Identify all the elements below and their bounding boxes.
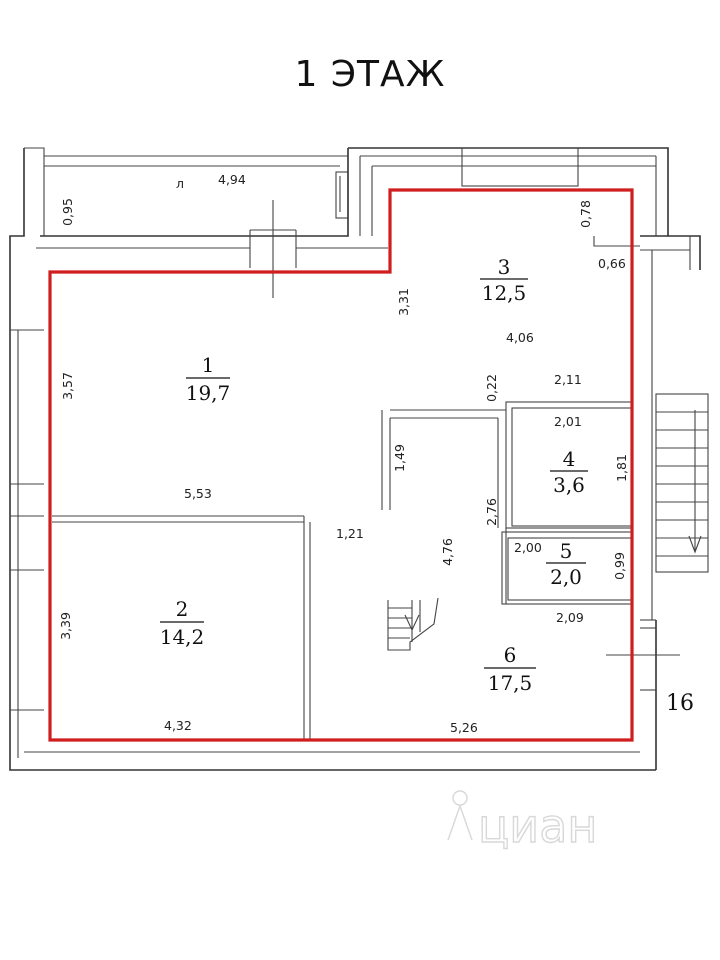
- flat-number: 16: [666, 691, 694, 716]
- exterior-stairs: [655, 393, 709, 573]
- room-1-label: 1 19,7: [186, 353, 231, 405]
- dim-r3-step: 0,66: [598, 256, 626, 271]
- balcony-mark: л: [176, 176, 184, 191]
- room-area: 17,5: [488, 671, 533, 695]
- room-4-label: 4 3,6: [550, 447, 588, 497]
- room-3-label: 3 12,5: [480, 255, 528, 305]
- room-area: 19,7: [186, 381, 231, 405]
- dim-hall-149: 1,49: [392, 444, 407, 472]
- watermark-icon: [447, 790, 473, 841]
- room-6-label: 6 17,5: [484, 643, 536, 695]
- dim-r1-height: 3,57: [60, 372, 75, 400]
- room-area: 12,5: [482, 281, 527, 305]
- interior-walls: [52, 401, 633, 740]
- room-2-label: 2 14,2: [160, 597, 205, 649]
- dim-hall-276: 2,76: [484, 498, 499, 526]
- room-number: 5: [560, 539, 573, 563]
- dim-r4-inner: 2,01: [554, 414, 582, 429]
- dim-r4-height: 1,81: [614, 454, 629, 482]
- dim-r5-height: 0,99: [612, 552, 627, 580]
- room-number: 1: [202, 353, 215, 377]
- dim-r3-top-right: 0,78: [578, 200, 593, 228]
- dim-r2-height: 3,39: [58, 612, 73, 640]
- room-number: 2: [176, 597, 189, 621]
- dim-wall-022: 0,22: [484, 374, 499, 402]
- room-area: 2,0: [550, 565, 582, 589]
- dim-balcony-depth: 0,95: [60, 198, 75, 226]
- room-number: 3: [498, 255, 511, 279]
- dim-hall-476: 4,76: [440, 538, 455, 566]
- floor-title: 1 ЭТАЖ: [295, 54, 446, 95]
- dim-balcony-length: 4,94: [218, 172, 246, 187]
- dim-r5-width: 2,09: [556, 610, 584, 625]
- interior-stairs: [387, 597, 439, 651]
- dim-hall-121: 1,21: [336, 526, 364, 541]
- dim-r3-width: 4,06: [506, 330, 534, 345]
- dim-r4-top: 2,11: [554, 372, 582, 387]
- room-area: 14,2: [160, 625, 205, 649]
- watermark: циан: [447, 790, 598, 854]
- room-number: 6: [504, 643, 517, 667]
- dim-r6-width: 5,26: [450, 720, 478, 735]
- watermark-text: циан: [478, 799, 597, 853]
- dim-r2-width: 4,32: [164, 718, 192, 733]
- dim-r3-height: 3,31: [396, 288, 411, 316]
- building-walls: [9, 147, 701, 771]
- dim-r5-left: 2,00: [514, 540, 542, 555]
- room-area: 3,6: [553, 473, 585, 497]
- room-5-label: 5 2,0: [546, 539, 586, 589]
- room-number: 4: [563, 447, 576, 471]
- apartment-boundary: [48, 188, 634, 742]
- dim-r1-width: 5,53: [184, 486, 212, 501]
